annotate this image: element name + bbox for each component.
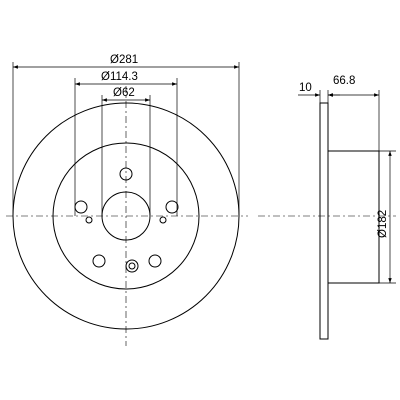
hat-circle (52, 142, 200, 290)
retaining-screw-hole (128, 262, 136, 270)
total-height-label: 66.8 (333, 75, 355, 87)
center-bore-label: Ø62 (113, 87, 135, 99)
disc-thickness-label: 10 (299, 82, 312, 94)
hat-profile (328, 150, 380, 284)
bolt-circle-label: Ø114.3 (101, 71, 138, 83)
wheel-bolt-hole (92, 254, 106, 268)
wheel-bolt-hole (74, 200, 88, 214)
front-view: Ø281 Ø114.3 Ø62 (6, 54, 248, 346)
retaining-screw-hole (159, 216, 167, 224)
wheel-bolt-hole (165, 200, 179, 214)
wheel-bolt-hole (119, 167, 133, 181)
wheel-bolt-hole (148, 254, 162, 268)
hat-diameter-label: Ø182 (377, 210, 389, 238)
retaining-screw-hole (85, 216, 93, 224)
outer-diameter-label: Ø281 (110, 54, 138, 66)
retaining-screw-hole (125, 259, 139, 273)
side-view: 10 66.8 Ø182 (258, 75, 396, 340)
disc-ring-section (319, 102, 329, 340)
